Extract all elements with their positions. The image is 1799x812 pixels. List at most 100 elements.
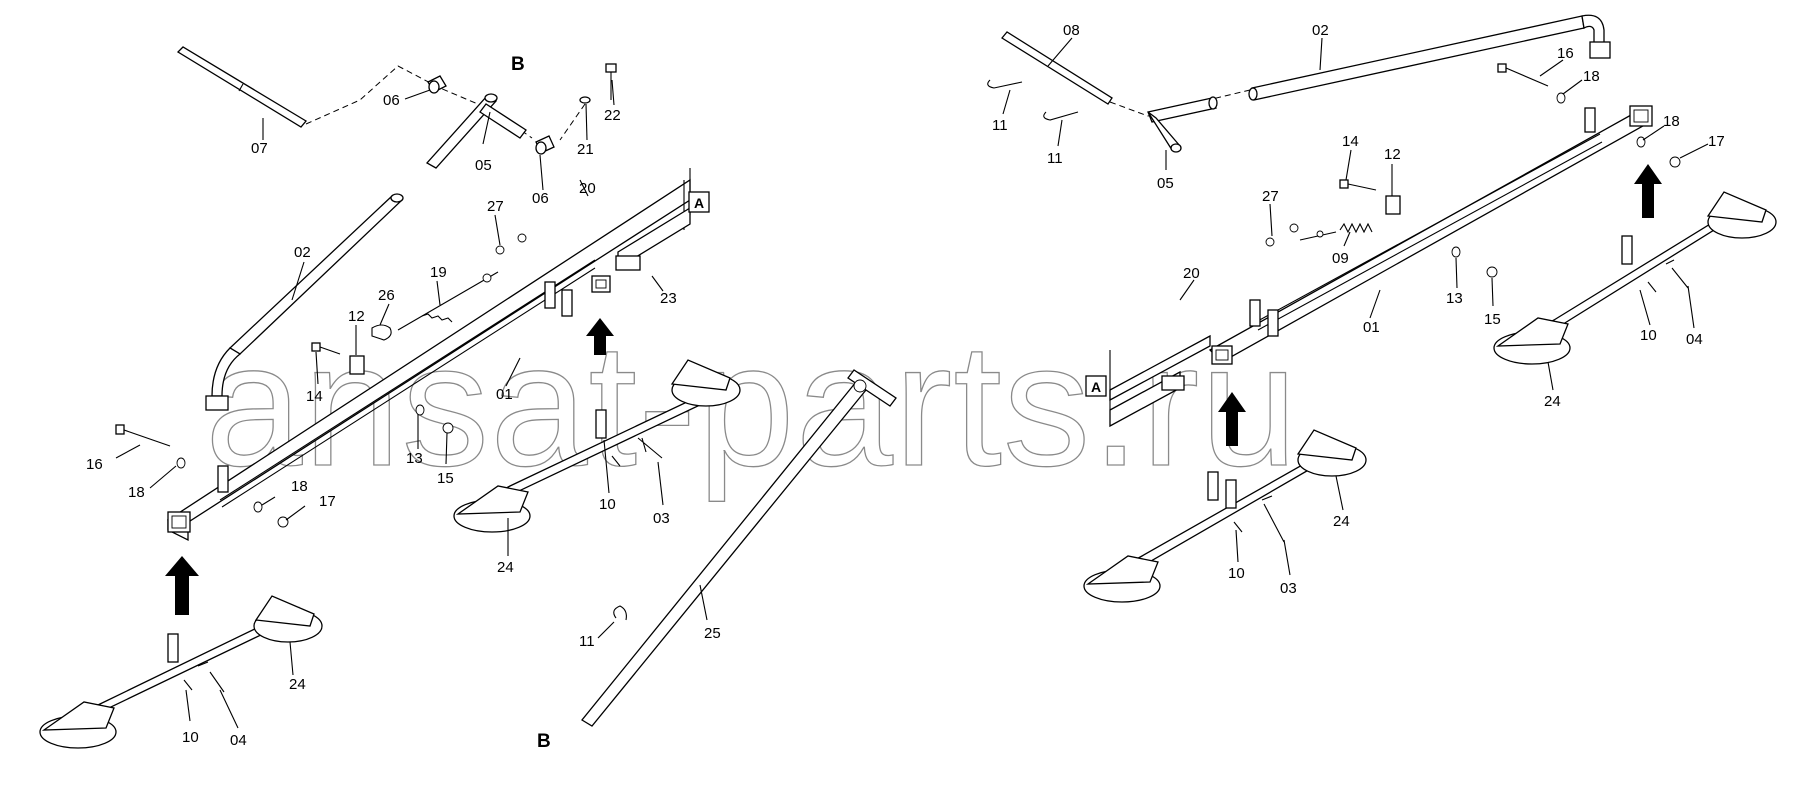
section-a-left: A <box>694 195 704 211</box>
part-27-nut <box>495 245 505 255</box>
part-27-nut-right-b <box>1289 223 1299 233</box>
callout-17-r: 17 <box>1708 133 1725 150</box>
part-24-skid-mid <box>453 359 741 533</box>
callout-05-r: 05 <box>1157 175 1174 192</box>
callout-14: 14 <box>306 388 323 405</box>
watermark-text: ansat-parts.ru <box>205 308 1299 503</box>
part-24-skid-right-bottom <box>1083 429 1367 603</box>
part-16-bolt-right <box>1497 63 1549 87</box>
part-02-bent-tube <box>205 193 404 411</box>
callout-03: 03 <box>653 510 670 527</box>
callout-03-r: 03 <box>1280 580 1297 597</box>
section-b-bottom: B <box>537 731 551 752</box>
callout-10-rb: 10 <box>1228 565 1245 582</box>
leader-lines-right <box>1002 37 1709 576</box>
callout-04-r: 04 <box>1686 331 1703 348</box>
callout-01-r: 01 <box>1363 319 1380 336</box>
part-01-frame-end <box>217 275 611 493</box>
arrow-up-left <box>165 556 199 615</box>
callout-17: 17 <box>319 493 336 510</box>
callout-11-r: 11 <box>992 117 1008 134</box>
part-02-top-tube <box>1248 14 1611 101</box>
callout-13: 13 <box>406 450 423 467</box>
part-18-washer-right-b <box>1636 136 1646 148</box>
part-17-nut-right <box>1669 156 1681 168</box>
callout-18: 18 <box>128 484 145 501</box>
callout-26: 26 <box>378 287 395 304</box>
left-assembly: B B A 06 07 05 06 22 21 20 02 27 19 26 1… <box>39 46 897 752</box>
section-b-top: B <box>511 54 525 75</box>
part-26-hook <box>371 324 392 341</box>
callout-18-b: 18 <box>291 478 308 495</box>
callout-18-rb: 18 <box>1663 113 1680 130</box>
callout-27: 27 <box>487 198 504 215</box>
part-18-washer-right <box>1556 92 1566 104</box>
callout-27-r: 27 <box>1262 188 1279 205</box>
callout-01: 01 <box>496 386 513 403</box>
part-21-washer <box>579 96 591 104</box>
callout-20: 20 <box>579 180 596 197</box>
callout-19: 19 <box>430 264 447 281</box>
callout-06: 06 <box>383 92 400 109</box>
part-27-nut-b <box>517 233 527 243</box>
callout-04: 04 <box>230 732 247 749</box>
part-23-extension <box>615 206 691 271</box>
part-05-t-handle-right <box>1147 96 1218 153</box>
part-18-washer-b <box>253 501 263 513</box>
callout-05: 05 <box>475 157 492 174</box>
part-11-clip-b <box>1043 111 1079 121</box>
leader-lines-left <box>115 79 708 729</box>
callout-12: 12 <box>348 308 365 325</box>
part-08-rod <box>1001 31 1113 105</box>
leader-dash <box>559 103 586 141</box>
part-19-turnbuckle <box>397 271 499 331</box>
part-14-bolt <box>311 342 341 355</box>
section-a-box-left <box>688 191 710 213</box>
callout-24-rb: 24 <box>1333 513 1350 530</box>
part-27-nut-right <box>1265 237 1275 247</box>
part-07-rod <box>176 46 307 128</box>
part-17-nut <box>277 516 289 528</box>
callout-20-r: 20 <box>1183 265 1200 282</box>
callout-10: 10 <box>599 496 616 513</box>
part-15-nut <box>442 422 454 434</box>
callout-08-r: 08 <box>1063 22 1080 39</box>
part-12-plate-right <box>1385 195 1401 215</box>
callout-24: 24 <box>497 559 514 576</box>
part-18-washer <box>176 457 186 469</box>
arrow-up-right-mid <box>1218 392 1246 446</box>
callout-18-r: 18 <box>1583 68 1600 85</box>
part-06-sleeve-bottom <box>535 135 555 155</box>
callout-13-r: 13 <box>1446 290 1463 307</box>
callout-15-r: 15 <box>1484 311 1501 328</box>
callout-07: 07 <box>251 140 268 157</box>
callout-11: 11 <box>579 633 595 650</box>
right-assembly: A 08 02 16 18 18 17 11 11 05 14 12 27 09… <box>987 14 1777 603</box>
section-a-right: A <box>1091 379 1101 395</box>
part-09-spring <box>1299 222 1373 241</box>
callout-16: 16 <box>86 456 103 473</box>
part-12-plate <box>349 355 365 375</box>
callout-06-b: 06 <box>532 190 549 207</box>
callout-22: 22 <box>604 107 621 124</box>
callout-24-r: 24 <box>1544 393 1561 410</box>
callout-24-b: 24 <box>289 676 306 693</box>
part-22-bolt <box>605 63 617 100</box>
part-01-main-frame-right <box>1208 105 1653 365</box>
callout-14-r: 14 <box>1342 133 1359 150</box>
assembly-line-b <box>305 65 533 139</box>
part-24-skid-lower <box>39 595 323 749</box>
part-13-washer-right <box>1451 246 1461 258</box>
part-14-bolt-right <box>1339 179 1377 191</box>
callout-25: 25 <box>704 625 721 642</box>
callout-23: 23 <box>660 290 677 307</box>
callout-21: 21 <box>577 141 594 158</box>
part-15-nut-right <box>1486 266 1498 278</box>
callout-16-r: 16 <box>1557 45 1574 62</box>
part-25-long-tube <box>581 369 897 727</box>
callout-02-r: 02 <box>1312 22 1329 39</box>
part-13-washer <box>415 404 425 416</box>
arrow-up-right-top <box>1634 164 1662 218</box>
callout-10-r: 10 <box>1640 327 1657 344</box>
